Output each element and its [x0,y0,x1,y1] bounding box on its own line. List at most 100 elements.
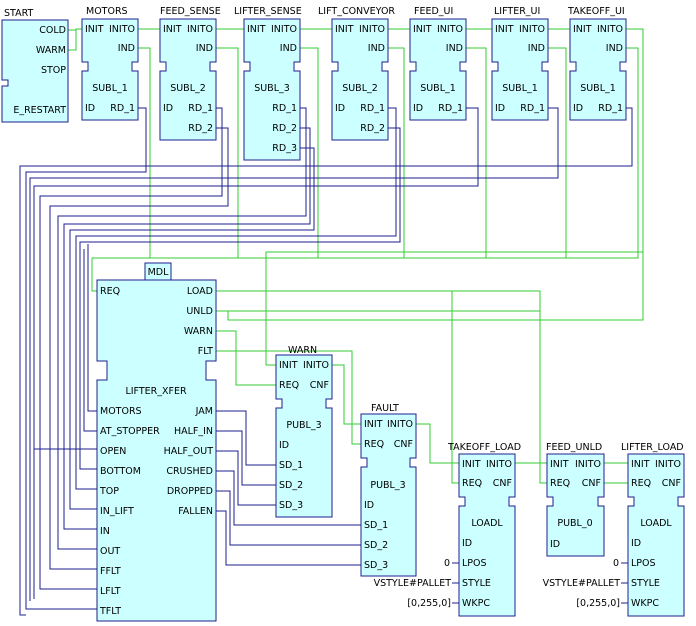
takeoff-ui-title: TAKEOFF_UI [567,6,625,17]
feed-ui-type-label: SUBL_1 [420,83,456,94]
feed-sense-inito-label: INITO [187,24,213,35]
lifter-sense-ind-label: IND [280,43,297,54]
lift-conveyor-ind-label: IND [368,43,385,54]
mdl-in-top: TOP [99,486,119,497]
takeoff-load-block[interactable]: TAKEOFF_LOAD INIT INITO REQ CNF LOADL ID… [374,442,521,617]
lifter-ui-title: LIFTER_UI [494,6,540,17]
mdl-in-motors: MOTORS [100,406,142,417]
mdl-in-open: OPEN [100,446,126,457]
fault-type-label: PUBL_3 [370,480,405,491]
mdl-in-bottom: BOTTOM [100,466,141,477]
lifter-sense-inito-label: INITO [271,24,297,35]
lift-conveyor-inito-label: INITO [359,24,385,35]
lift-conveyor-rd1-label: RD_1 [360,103,385,114]
mdl-in-in-lift: IN_LIFT [100,506,134,517]
lifter-load-inito-label: INITO [655,459,681,470]
lifter-ui-block[interactable]: LIFTER_UI INIT INITO IND SUBL_1 ID RD_1 [491,6,549,121]
takeoff-ui-inito-label: INITO [597,24,623,35]
lifter-ui-id-label: ID [495,103,505,114]
event-connections [68,28,644,484]
takeoff-load-init-label: INIT [462,459,481,470]
mdl-in-out: OUT [100,546,120,557]
lifter-load-wkpc-label: WKPC [631,598,659,609]
mdl-in-at-stopper: AT_STOPPER [100,426,160,437]
lifter-load-style-value: VSTYLE#PALLET [543,578,621,589]
feed-sense-rd1-label: RD_1 [188,103,213,114]
feed-unld-cnf-label: CNF [582,478,601,489]
lifter-sense-rd3-label: RD_3 [272,143,297,154]
takeoff-ui-init-label: INIT [573,24,592,35]
fault-block[interactable]: FAULT INIT INITO REQ CNF PUBL_3 ID SD_1 … [360,403,417,577]
lifter-sense-title: LIFTER_SENSE [234,6,302,17]
feed-sense-block[interactable]: FEED_SENSE INIT INITO IND SUBL_2 ID RD_1… [159,6,221,141]
mdl-out-jam: JAM [195,406,213,417]
mdl-in-in: IN [100,526,110,537]
feed-sense-ind-label: IND [196,43,213,54]
lifter-sense-block[interactable]: LIFTER_SENSE INIT INITO IND SUBL_3 RD_1 … [234,6,302,161]
takeoff-load-style-value: VSTYLE#PALLET [374,578,452,589]
lift-conveyor-title: LIFT_CONVEYOR [318,6,395,17]
warn-sd1-label: SD_1 [279,460,303,471]
mdl-req-label: REQ [100,286,120,297]
motors-title: MOTORS [86,6,128,17]
warn-id-label: ID [279,440,289,451]
mdl-title: MDL [148,267,170,278]
fault-id-label: ID [364,500,374,511]
feed-ui-init-label: INIT [413,24,432,35]
feed-sense-title: FEED_SENSE [160,6,221,17]
feed-sense-id-label: ID [163,103,173,114]
lift-conveyor-init-label: INIT [335,24,354,35]
motors-ind-label: IND [118,43,135,54]
takeoff-load-inito-label: INITO [486,459,512,470]
lifter-ui-type-label: SUBL_1 [502,83,538,94]
lift-conveyor-block[interactable]: LIFT_CONVEYOR INIT INITO IND SUBL_2 ID R… [318,6,395,141]
lifter-load-lpos-value: 0 [613,558,619,569]
lift-conveyor-id-label: ID [335,103,345,114]
lifter-load-cnf-label: CNF [662,478,681,489]
mdl-block[interactable]: MDL REQ LOAD UNLD WARN FLT LIFTER_XFER M… [96,262,217,622]
feed-sense-init-label: INIT [163,24,182,35]
takeoff-load-type-label: LOADL [471,518,503,529]
lifter-sense-rd1-label: RD_1 [272,103,297,114]
takeoff-load-id-label: ID [462,538,472,549]
takeoff-ui-block[interactable]: TAKEOFF_UI INIT INITO IND SUBL_1 ID RD_1 [567,6,627,121]
warn-sd2-label: SD_2 [279,480,303,491]
start-cold-label: COLD [39,25,66,36]
feed-ui-block[interactable]: FEED_UI INIT INITO IND SUBL_1 ID RD_1 [409,6,467,121]
lifter-load-init-label: INIT [631,459,650,470]
takeoff-load-cnf-label: CNF [493,478,512,489]
fault-req-label: REQ [364,439,384,450]
warn-inito-label: INITO [303,360,329,371]
fault-sd2-label: SD_2 [364,540,388,551]
motors-block[interactable]: MOTORS INIT INITO IND SUBL_1 ID RD_1 [81,6,139,121]
feed-unld-title: FEED_UNLD [546,442,602,453]
fault-sd1-label: SD_1 [364,520,388,531]
mdl-in-fflt: FFLT [100,566,121,577]
takeoff-ui-ind-label: IND [606,43,623,54]
lifter-ui-init-label: INIT [495,24,514,35]
lifter-ui-inito-label: INITO [519,24,545,35]
lifter-load-wkpc-value: [0,255,0] [576,598,620,609]
lifter-sense-type-label: SUBL_3 [254,83,290,94]
data-connections [19,107,633,616]
takeoff-load-wkpc-value: [0,255,0] [407,598,451,609]
lifter-load-lpos-label: LPOS [631,558,656,569]
lift-conveyor-rd2-label: RD_2 [360,123,385,134]
warn-block[interactable]: WARN INIT INITO REQ CNF PUBL_3 ID SD_1 S… [275,345,333,518]
feed-unld-block[interactable]: FEED_UNLD INIT INITO REQ CNF PUBL_0 ID [546,442,605,557]
start-block[interactable]: START COLD WARM STOP E_RESTART [1,8,69,123]
lifter-load-type-label: LOADL [640,518,672,529]
lifter-load-block[interactable]: LIFTER_LOAD INIT INITO REQ CNF LOADL ID … [543,442,685,617]
feed-unld-type-label: PUBL_0 [557,518,592,529]
lifter-ui-rd1-label: RD_1 [520,103,545,114]
mdl-type-label: LIFTER_XFER [125,386,187,397]
lifter-sense-rd2-label: RD_2 [272,123,297,134]
mdl-flt-label: FLT [198,346,213,357]
feed-ui-rd1-label: RD_1 [438,103,463,114]
mdl-out-half-in: HALF_IN [174,426,213,437]
feed-unld-inito-label: INITO [575,459,601,470]
warn-title: WARN [288,345,317,356]
mdl-out-fallen: FALLEN [178,506,213,517]
motors-id-label: ID [85,103,95,114]
lifter-load-req-label: REQ [631,478,651,489]
